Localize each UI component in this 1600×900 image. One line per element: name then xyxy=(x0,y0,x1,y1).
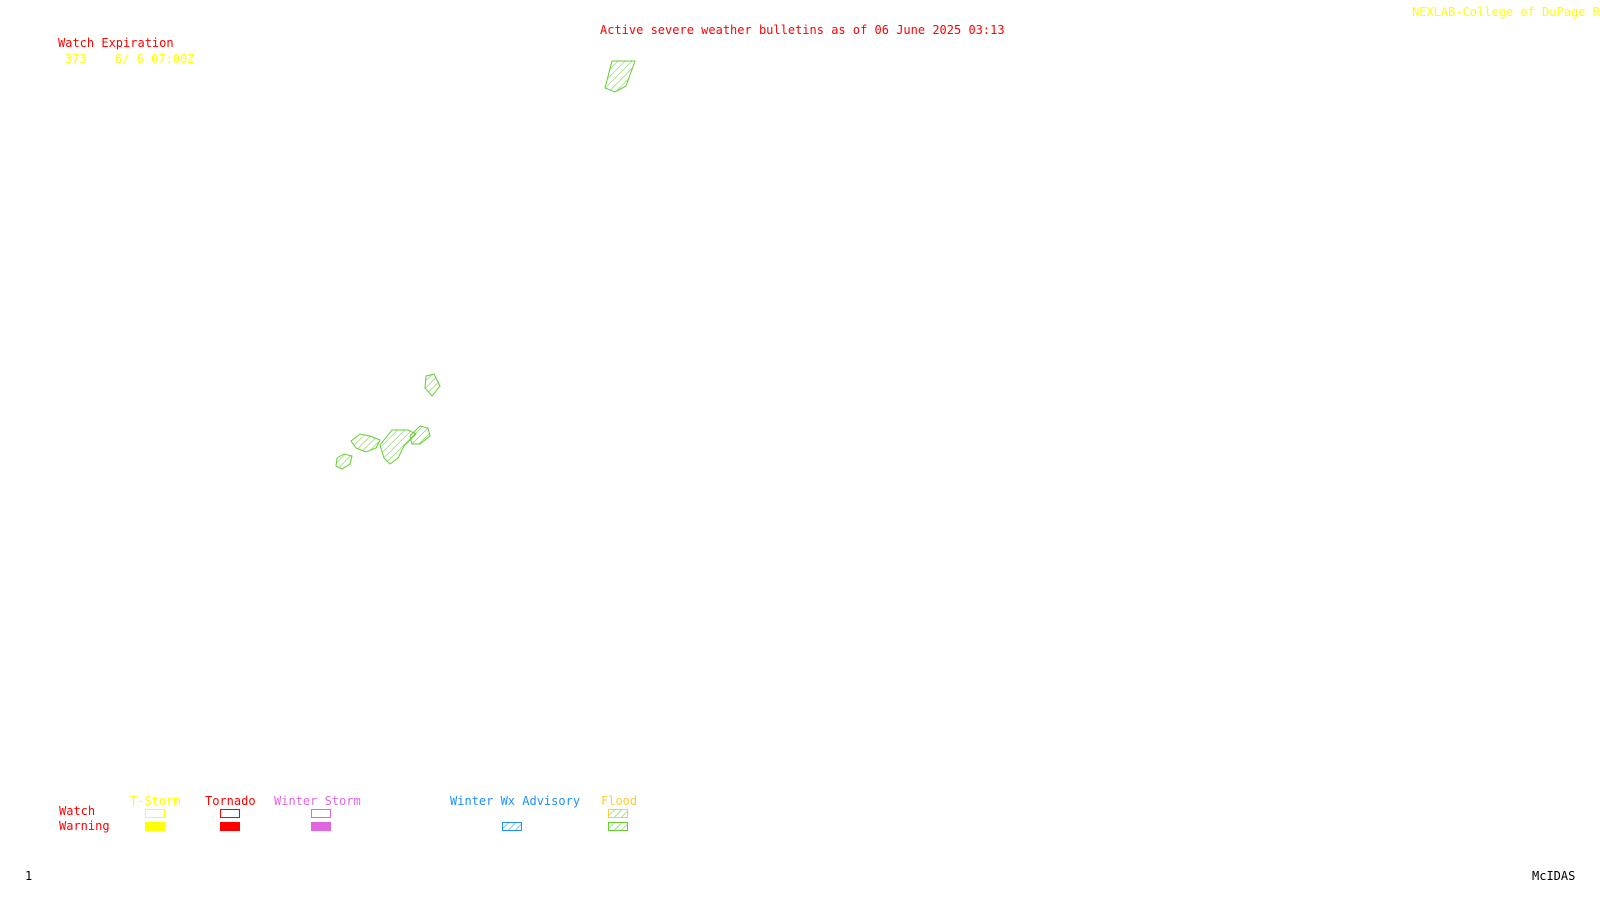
winter-storm-watch-swatch xyxy=(311,809,331,818)
legend-col-winter-storm: Winter Storm xyxy=(274,794,361,808)
flood-warning-area-2 xyxy=(424,373,441,397)
watch-expiration-heading: Watch Expiration xyxy=(58,36,174,50)
flood-watch-swatch xyxy=(608,809,628,818)
flood-warning-area-5 xyxy=(409,425,431,445)
flood-warning-area-4 xyxy=(379,429,417,465)
legend-col-tornado: Tornado xyxy=(205,794,256,808)
watch-number: 373 xyxy=(65,52,87,66)
tornado-watch-swatch xyxy=(220,809,240,818)
legend-row-warning: Warning xyxy=(59,819,110,833)
winter-wx-advisory-swatch xyxy=(502,822,522,831)
legend-col-tstorm: T-Storm xyxy=(130,794,181,808)
credit-text: NEXLAB-College of DuPage R xyxy=(1412,5,1600,19)
winter-storm-warning-swatch xyxy=(311,822,331,831)
legend-col-winter-wx-advisory: Winter Wx Advisory xyxy=(450,794,581,808)
legend-col-flood: Flood xyxy=(601,794,638,808)
flood-warning-area-3 xyxy=(350,433,381,453)
flood-warning-area-1 xyxy=(604,60,636,93)
software-label: McIDAS xyxy=(1532,869,1576,883)
frame-number: 1 xyxy=(25,869,33,883)
tstorm-warning-swatch xyxy=(145,822,165,831)
watch-expiration-entry: 373 6/ 6 07:00Z xyxy=(65,52,194,66)
legend-row-watch: Watch xyxy=(59,804,96,818)
bulletin-title: Active severe weather bulletins as of 06… xyxy=(600,23,1005,37)
watch-expiry-time: 6/ 6 07:00Z xyxy=(115,52,195,66)
flood-warning-area-6 xyxy=(335,453,353,470)
tstorm-watch-swatch xyxy=(145,809,165,818)
tornado-warning-swatch xyxy=(220,822,240,831)
flood-warning-swatch xyxy=(608,822,628,831)
